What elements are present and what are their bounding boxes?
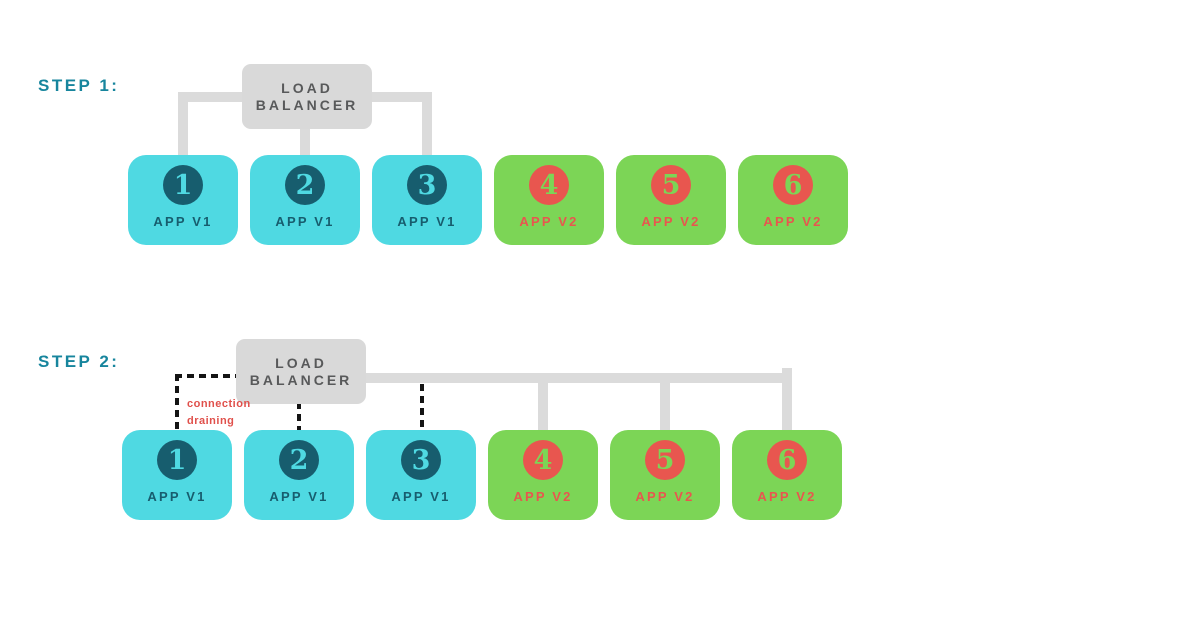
load-balancer-label-line1: LOAD	[281, 79, 333, 96]
node-number: 3	[417, 169, 437, 201]
connection-draining-annotation: connection draining	[187, 396, 251, 430]
node-number: 6	[783, 169, 803, 201]
load-balancer-label-line1: LOAD	[275, 354, 327, 371]
app-node-3-v1: 3 APP V1	[366, 430, 476, 520]
node-label: APP V1	[275, 214, 335, 229]
draining-dashed-horizontal-node1	[175, 374, 236, 378]
node-label: APP V1	[147, 489, 207, 504]
draining-dashed-vertical-node2	[297, 402, 301, 430]
node-label: APP V2	[513, 489, 573, 504]
connector-step2-vertical-node5	[660, 373, 670, 431]
connector-step1-horizontal-right	[368, 92, 432, 102]
node-label: APP V2	[519, 214, 579, 229]
node-label: APP V2	[763, 214, 823, 229]
step1-label: STEP 1:	[38, 76, 120, 95]
app-node-6-v2: 6 APP V2	[738, 155, 848, 245]
load-balancer-label-line2: BALANCER	[249, 371, 353, 388]
app-node-2-v1: 2 APP V1	[244, 430, 354, 520]
connector-step1-vertical-node1	[178, 92, 188, 155]
node-number-badge: 3	[401, 440, 441, 480]
step2-label: STEP 2:	[38, 352, 120, 371]
node-number: 4	[533, 444, 553, 476]
annotation-line2: draining	[187, 415, 235, 427]
node-number: 3	[411, 444, 431, 476]
node-number: 2	[295, 169, 315, 201]
connector-step2-vertical-node4	[538, 373, 548, 431]
step2-node-row: 1 APP V1 2 APP V1 3 APP V1 4 APP V2 5 AP…	[122, 430, 842, 520]
app-node-5-v2: 5 APP V2	[610, 430, 720, 520]
node-label: APP V2	[635, 489, 695, 504]
annotation-line1: connection	[187, 398, 251, 410]
connector-step2-horizontal-right	[366, 373, 792, 383]
app-node-5-v2: 5 APP V2	[616, 155, 726, 245]
node-number: 4	[539, 169, 559, 201]
app-node-4-v2: 4 APP V2	[494, 155, 604, 245]
draining-dashed-vertical-node1	[175, 374, 179, 430]
node-label: APP V2	[757, 489, 817, 504]
node-number-badge: 4	[529, 165, 569, 205]
node-number-badge: 3	[407, 165, 447, 205]
node-label: APP V1	[397, 214, 457, 229]
load-balancer-box-step1: LOAD BALANCER	[242, 64, 372, 129]
app-node-1-v1: 1 APP V1	[128, 155, 238, 245]
node-number-badge: 1	[157, 440, 197, 480]
node-number-badge: 5	[651, 165, 691, 205]
node-label: APP V2	[641, 214, 701, 229]
node-number-badge: 5	[645, 440, 685, 480]
node-number: 1	[167, 444, 187, 476]
node-label: APP V1	[153, 214, 213, 229]
node-number-badge: 2	[279, 440, 319, 480]
node-number: 2	[289, 444, 309, 476]
node-number-badge: 4	[523, 440, 563, 480]
node-label: APP V1	[391, 489, 451, 504]
app-node-2-v1: 2 APP V1	[250, 155, 360, 245]
draining-dashed-vertical-node3	[420, 384, 424, 430]
node-number: 5	[661, 169, 681, 201]
app-node-4-v2: 4 APP V2	[488, 430, 598, 520]
step1-node-row: 1 APP V1 2 APP V1 3 APP V1 4 APP V2 5 AP…	[128, 155, 848, 245]
connector-step1-horizontal-left	[178, 92, 248, 102]
node-number-badge: 6	[773, 165, 813, 205]
connector-step2-vertical-node6	[782, 368, 792, 431]
node-number-badge: 2	[285, 165, 325, 205]
connector-step1-vertical-node2	[300, 126, 310, 155]
load-balancer-box-step2: LOAD BALANCER	[236, 339, 366, 404]
node-number-badge: 6	[767, 440, 807, 480]
app-node-6-v2: 6 APP V2	[732, 430, 842, 520]
load-balancer-label-line2: BALANCER	[255, 96, 359, 113]
node-number-badge: 1	[163, 165, 203, 205]
node-number: 5	[655, 444, 675, 476]
app-node-1-v1: 1 APP V1	[122, 430, 232, 520]
node-number: 6	[777, 444, 797, 476]
node-number: 1	[173, 169, 193, 201]
node-label: APP V1	[269, 489, 329, 504]
connector-step1-vertical-node3	[422, 92, 432, 155]
app-node-3-v1: 3 APP V1	[372, 155, 482, 245]
